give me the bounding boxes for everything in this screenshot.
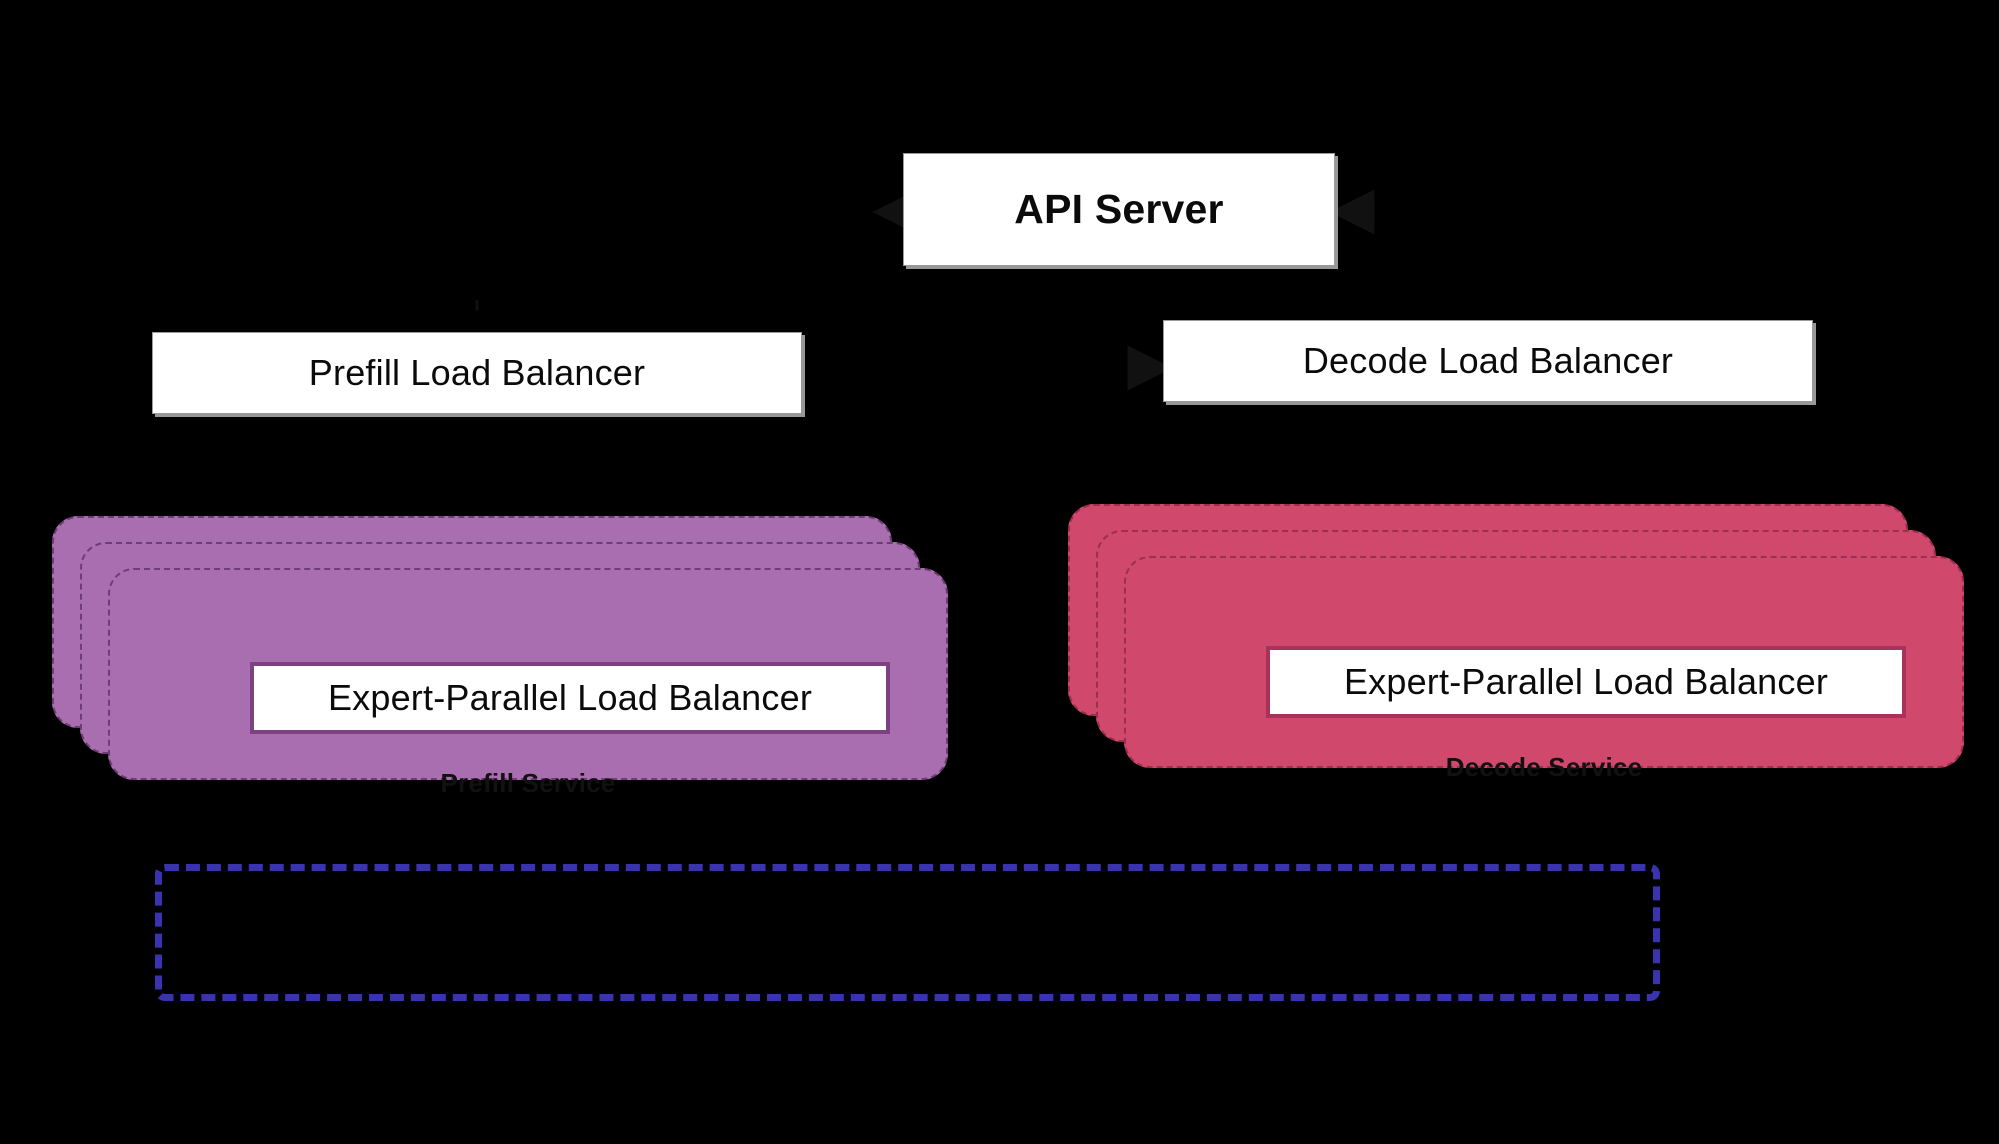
prefill-load-balancer-label: Prefill Load Balancer: [308, 352, 646, 393]
decode-load-balancer-label: Decode Load Balancer: [1302, 340, 1674, 381]
decode-service-label: Decode Service: [1445, 752, 1643, 782]
decode-expert-parallel-load-balancer[interactable]: Expert-Parallel Load Balancer: [1266, 646, 1906, 718]
edge-api-to-prefill: [463, 189, 918, 338]
api-server-label: API Server: [1014, 186, 1224, 232]
prefill-expert-parallel-load-balancer[interactable]: Expert-Parallel Load Balancer: [250, 662, 890, 734]
api-server-node[interactable]: API Server: [903, 153, 1335, 266]
prefill-service-replica-1[interactable]: Expert-Parallel Load Balancer Prefill Se…: [108, 568, 948, 798]
prefill-load-balancer-node[interactable]: Prefill Load Balancer: [152, 332, 802, 414]
decode-load-balancer-node[interactable]: Decode Load Balancer: [1163, 320, 1813, 402]
prefill-service-label: Prefill Service: [440, 768, 616, 798]
decode-service-replica-1[interactable]: Expert-Parallel Load Balancer Decode Ser…: [1124, 556, 1964, 782]
prefill-expert-parallel-load-balancer-label: Expert-Parallel Load Balancer: [327, 677, 813, 718]
decode-expert-parallel-load-balancer-label: Expert-Parallel Load Balancer: [1343, 661, 1829, 702]
bottom-group-container[interactable]: [155, 864, 1660, 1001]
